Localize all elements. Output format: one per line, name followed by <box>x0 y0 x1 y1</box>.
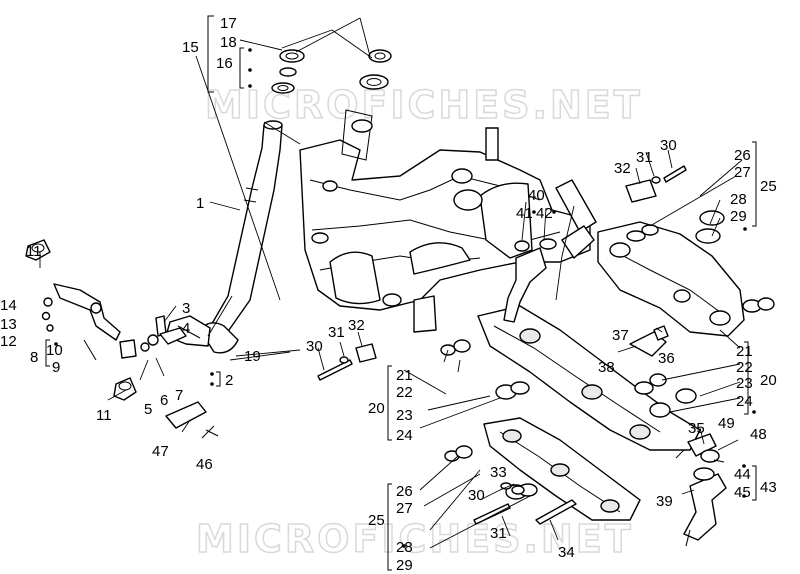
callout-19: 19 <box>244 348 261 365</box>
watermark-bottom: MICROFICHES.NET <box>196 517 634 561</box>
callout-41: 41 <box>516 205 533 222</box>
callout-11-top: 11 <box>26 243 42 260</box>
callout-31-left: 31 <box>328 324 345 341</box>
callout-13: 13 <box>0 316 17 333</box>
callout-30-bottom: 30 <box>468 487 485 504</box>
callout-35: 35 <box>688 420 705 437</box>
callout-27-bottom: 27 <box>396 500 413 517</box>
callout-8: 8 <box>30 349 38 366</box>
callout-15: 15 <box>182 39 199 56</box>
side-stand-parts <box>25 239 219 437</box>
callout-23-left: 23 <box>396 407 413 424</box>
callout-9: 9 <box>52 359 60 376</box>
callout-11-bottom: 11 <box>96 407 112 424</box>
callout-20-right: 20 <box>760 372 777 389</box>
callout-23-right: 23 <box>736 375 753 392</box>
callout-24-left: 24 <box>396 427 413 444</box>
callout-31-top: 31 <box>636 149 653 166</box>
callout-44: 44 <box>734 466 751 483</box>
callout-30-left: 30 <box>306 338 323 355</box>
frame-assembly <box>299 109 597 333</box>
callout-25-bottom: 25 <box>368 512 385 529</box>
callout-6: 6 <box>160 392 168 409</box>
callout-47: 47 <box>152 443 169 460</box>
watermark-top: MICROFICHES.NET <box>205 83 643 127</box>
callout-1: 1 <box>196 195 204 212</box>
callout-24-right: 24 <box>736 393 753 410</box>
callout-29-bottom: 29 <box>396 557 413 574</box>
callout-21-right: 21 <box>736 343 753 360</box>
callout-20-left: 20 <box>368 400 385 417</box>
callout-2: 2 <box>225 372 233 389</box>
callout-5: 5 <box>144 401 152 418</box>
callout-29-top: 29 <box>730 208 747 225</box>
callout-48: 48 <box>750 426 767 443</box>
callout-34: 34 <box>558 544 575 561</box>
callout-33: 33 <box>490 464 507 481</box>
callout-12: 12 <box>0 333 17 350</box>
callout-42: 42 <box>536 205 553 222</box>
callout-3: 3 <box>182 300 190 317</box>
callout-32-top: 32 <box>614 160 631 177</box>
callout-43: 43 <box>760 479 777 496</box>
callout-10: 10 <box>46 342 63 359</box>
callout-27-top: 27 <box>734 164 751 181</box>
callout-26-bottom: 26 <box>396 483 413 500</box>
callout-25-top: 25 <box>760 178 777 195</box>
callout-16: 16 <box>216 55 233 72</box>
callout-46: 46 <box>196 456 213 473</box>
callout-14: 14 <box>0 297 17 314</box>
pivot-hardware <box>317 165 727 547</box>
callout-4: 4 <box>182 320 190 337</box>
callout-30-top: 30 <box>660 137 677 154</box>
callout-18: 18 <box>220 34 237 51</box>
callout-22-left: 22 <box>396 384 413 401</box>
leader-lines <box>39 17 743 549</box>
callout-26-top: 26 <box>734 147 751 164</box>
callout-32-left: 32 <box>348 317 365 334</box>
callout-labels: 1 2 3 4 5 6 7 8 9 10 11 11 12 13 14 15 1… <box>0 15 777 574</box>
callout-39: 39 <box>656 493 673 510</box>
callout-28-top: 28 <box>730 191 747 208</box>
callout-36: 36 <box>658 350 675 367</box>
swing-arm-assemblies <box>440 210 775 521</box>
callout-40: 40 <box>528 187 545 204</box>
callout-21-left: 21 <box>396 367 413 384</box>
steering-column <box>165 120 283 354</box>
headset-bearings <box>271 49 392 94</box>
callout-22-right: 22 <box>736 359 753 376</box>
callout-37: 37 <box>612 327 629 344</box>
callout-45: 45 <box>734 484 751 501</box>
callout-31-bottom: 31 <box>490 525 507 542</box>
group-brackets <box>45 15 757 571</box>
callout-49: 49 <box>718 415 735 432</box>
callout-28-bottom: 28 <box>396 539 413 556</box>
callout-17: 17 <box>220 15 237 32</box>
callout-7: 7 <box>175 387 183 404</box>
callout-38: 38 <box>598 359 615 376</box>
